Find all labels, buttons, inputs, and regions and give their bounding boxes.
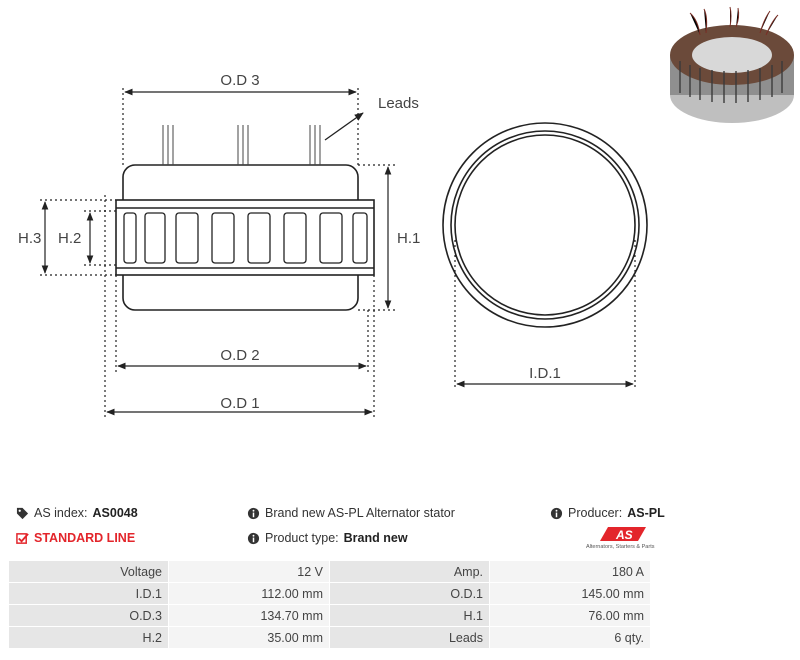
as-index-value: AS0048 — [92, 506, 138, 520]
product-type-value: Brand new — [343, 531, 408, 545]
product-info: AS index: AS0048 STANDARD LINE Brand new… — [0, 500, 800, 560]
stator-side-view — [115, 164, 375, 311]
stator-teeth — [123, 212, 368, 264]
spec-value: 145.00 mm — [489, 582, 651, 605]
description: Brand new AS-PL Alternator stator — [247, 506, 455, 520]
tag-icon — [16, 507, 29, 519]
info-icon — [247, 507, 260, 519]
spec-label: O.D.3 — [8, 604, 169, 627]
producer: Producer: AS-PL — [550, 506, 665, 520]
product-type-label: Product type: — [265, 531, 339, 545]
spec-value: 12 V — [168, 560, 330, 583]
spec-value: 134.70 mm — [168, 604, 330, 627]
h3-label: H.3 — [18, 230, 41, 247]
h2-label: H.2 — [58, 230, 81, 247]
as-index-label: AS index: — [34, 506, 88, 520]
od2-dimension — [115, 275, 369, 372]
h2-dimension — [84, 210, 116, 266]
spec-label: Leads — [329, 626, 490, 649]
spec-label: Voltage — [8, 560, 169, 583]
spec-label: O.D.1 — [329, 582, 490, 605]
info-icon — [550, 507, 563, 519]
technical-drawing: Leads O.D 3 H.1 H.3 H.2 O.D 2 O.D 1 — [18, 72, 648, 418]
standard-line: STANDARD LINE — [16, 531, 135, 545]
as-index: AS index: AS0048 — [16, 506, 138, 520]
od2-label: O.D 2 — [220, 347, 259, 364]
spec-value: 76.00 mm — [489, 604, 651, 627]
h3-dimension — [40, 199, 116, 276]
id1-dimension — [454, 240, 636, 390]
h1-dimension — [358, 164, 395, 311]
spec-value: 6 qty. — [489, 626, 651, 649]
spec-value: 112.00 mm — [168, 582, 330, 605]
producer-label: Producer: — [568, 506, 623, 520]
spec-label: Amp. — [329, 560, 490, 583]
leads-label: Leads — [378, 95, 419, 112]
checkbox-icon — [16, 532, 29, 544]
id1-label: I.D.1 — [529, 365, 561, 382]
logo-subtitle: Alternators, Starters & Parts — [586, 544, 655, 550]
standard-line-label: STANDARD LINE — [34, 531, 136, 545]
product-photo — [670, 6, 794, 123]
od3-label: O.D 3 — [220, 72, 259, 89]
spec-label: H.1 — [329, 604, 490, 627]
producer-value: AS-PL — [627, 506, 665, 520]
stator-top-view — [442, 122, 648, 328]
table-row: O.D.3 134.70 mm H.1 76.00 mm — [8, 604, 651, 627]
od3-dimension — [122, 88, 359, 165]
spec-label: I.D.1 — [8, 582, 169, 605]
info-icon — [247, 532, 260, 544]
od1-label: O.D 1 — [220, 395, 259, 412]
logo-text: AS — [615, 528, 633, 542]
stator-leads — [162, 125, 321, 165]
table-row: I.D.1 112.00 mm O.D.1 145.00 mm — [8, 582, 651, 605]
spec-label: H.2 — [8, 626, 169, 649]
table-row: H.2 35.00 mm Leads 6 qty. — [8, 626, 651, 649]
table-row: Voltage 12 V Amp. 180 A — [8, 560, 651, 583]
od1-dimension — [104, 195, 375, 418]
spec-table: Voltage 12 V Amp. 180 A I.D.1 112.00 mm … — [8, 560, 651, 649]
spec-value: 35.00 mm — [168, 626, 330, 649]
h1-label: H.1 — [397, 230, 420, 247]
as-pl-logo: AS — [600, 527, 646, 542]
spec-value: 180 A — [489, 560, 651, 583]
description-text: Brand new AS-PL Alternator stator — [265, 506, 455, 520]
product-type: Product type: Brand new — [247, 531, 408, 545]
